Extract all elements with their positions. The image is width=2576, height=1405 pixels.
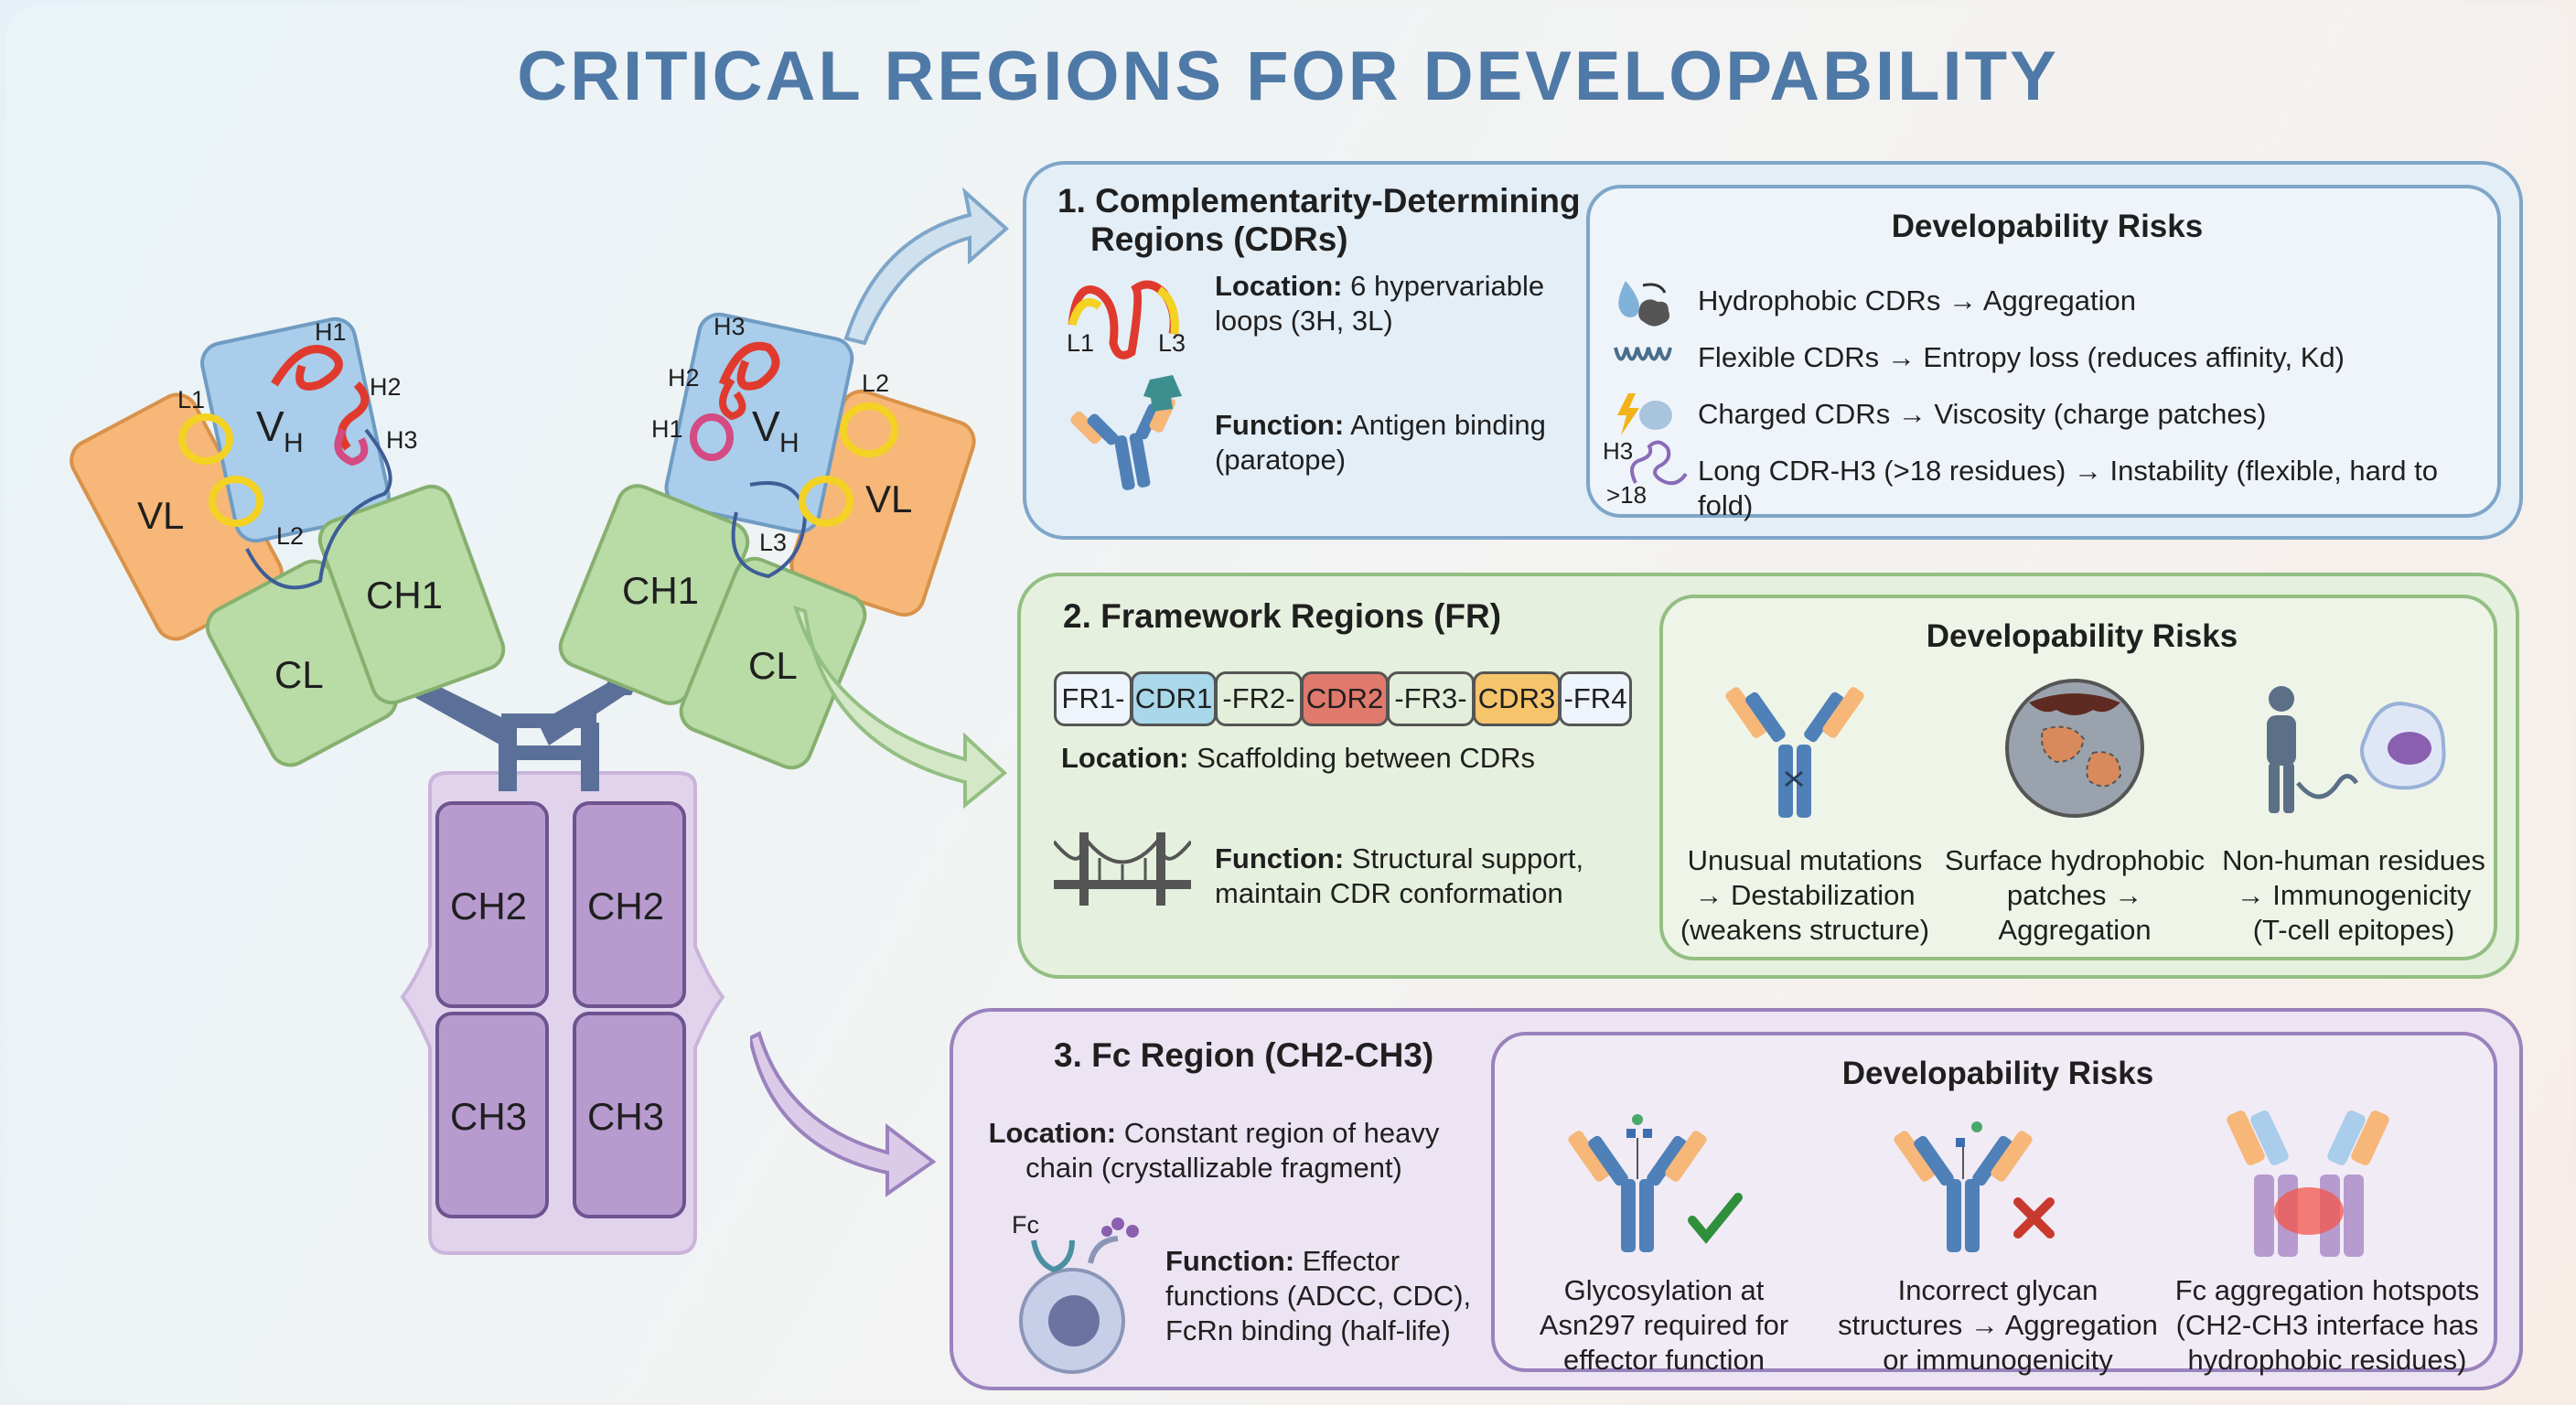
label-h2-left: H2 <box>370 373 402 401</box>
charged-icon <box>1617 393 1672 435</box>
hydrophobic-patch-icon <box>2005 679 2144 818</box>
section1-location: Location: 6 hypervariable loops (3H, 3L) <box>1215 270 1545 337</box>
label-ch2-left: CH2 <box>450 885 527 928</box>
ch3-domain-left <box>435 1012 549 1218</box>
fc-aggregation-icon <box>2227 1110 2389 1257</box>
label-l2-right: L2 <box>862 370 889 397</box>
risk-fc-aggregation: Fc aggregation hotspots(CH2-CH3 interfac… <box>2174 1274 2480 1376</box>
label-ch3-left: CH3 <box>450 1095 527 1138</box>
fc-domains <box>435 801 686 1218</box>
risk-flexible-cdrs: Flexible CDRs → Entropy loss (reduces af… <box>1698 341 2345 373</box>
long-loop-icon <box>1630 440 1688 486</box>
label-l1-left: L1 <box>177 386 205 413</box>
label-h1-left: H1 <box>315 318 347 346</box>
cdr-icon-label-l3: L3 <box>1158 329 1186 357</box>
label-l3-right: L3 <box>759 529 787 556</box>
segment-fr1: FR1- <box>1054 671 1132 726</box>
section3-title: 3. Fc Region (CH2-CH3) <box>1054 1036 1434 1074</box>
label-vh-right: V <box>752 402 780 450</box>
label-h2-right: H2 <box>668 364 700 391</box>
label-cl-right: CL <box>748 644 798 687</box>
glycosylated-antibody-icon <box>1568 1114 1743 1252</box>
ch2-domain-left <box>435 801 549 1008</box>
ch1-domain-left <box>317 484 506 705</box>
risk-unusual-mutations: Unusual mutations→ Destabilization(weake… <box>1680 844 1930 946</box>
section3-function: Function: Effector functions (ADCC, CDC)… <box>1165 1245 1472 1346</box>
risk-hydrophobic-cdrs: Hydrophobic CDRs → Aggregation <box>1698 284 2137 316</box>
flexible-icon <box>1614 347 1672 361</box>
label-cl-left: CL <box>274 653 324 696</box>
segment-fr2: -FR2- <box>1215 671 1303 726</box>
right-fab <box>558 312 976 770</box>
label-vh-left-sub: H <box>284 428 304 458</box>
section-fc: 3. Fc Region (CH2-CH3) Location: Constan… <box>950 1008 2523 1390</box>
effector-cell-icon <box>1019 1217 1139 1374</box>
segment-fr4: -FR4 <box>1559 671 1632 726</box>
section1-title-line2: Regions (CDRs) <box>1090 220 1348 258</box>
section-framework: 2. Framework Regions (FR) FR1- CDR1 -FR2… <box>1017 573 2519 979</box>
arrow-to-fc <box>750 1031 937 1197</box>
segment-cdr3: CDR3 <box>1473 671 1561 726</box>
risk-non-human-residues: Non-human residues→ Immunogenicity(T-cel… <box>2222 844 2485 946</box>
antibody-labels: VL V H CH1 CL H1 H2 H3 L1 L2 VL V H CH1 … <box>137 313 912 1138</box>
antibody-diagram <box>70 187 1010 1255</box>
section1-risks-title: Developability Risks <box>1891 209 2204 244</box>
section1-risks-panel: Developability Risks Hydrophobic CDRs → … <box>1586 185 2501 521</box>
segment-cdr2: CDR2 <box>1301 671 1389 726</box>
section2-risks-panel: Developability Risks Unusual <box>1659 595 2497 960</box>
destabilized-antibody-icon <box>1725 687 1864 818</box>
segment-cdr1: CDR1 <box>1131 671 1217 726</box>
framework-segment-bar: FR1- CDR1 -FR2- CDR2 -FR3- CDR3 -FR4 <box>1054 671 1632 726</box>
ch3-domain-right <box>573 1012 686 1218</box>
bridge-icon <box>1054 831 1191 906</box>
section2-function: Function: Structural support, maintain C… <box>1215 842 1584 909</box>
vh-domain-right <box>664 312 854 534</box>
section1-title-line1: 1. Complementarity-Determining <box>1057 182 1581 220</box>
cdr-icon-label-l1: L1 <box>1067 329 1095 357</box>
label-vl-right: VL <box>865 477 912 520</box>
long-h3-icon-label: H3 <box>1603 437 1634 465</box>
section3-location: Location: Constant region of heavy chain… <box>988 1117 1440 1184</box>
immunogenicity-icon <box>2267 686 2446 813</box>
cdr-loops-icon <box>1068 280 1179 359</box>
section2-title: 2. Framework Regions (FR) <box>1063 597 1502 635</box>
label-l2-left: L2 <box>276 522 304 550</box>
label-ch1-left: CH1 <box>366 574 443 617</box>
label-ch1-right: CH1 <box>622 569 699 612</box>
section3-risks-title: Developability Risks <box>1841 1056 2154 1091</box>
label-h1-right: H1 <box>651 415 683 443</box>
label-vh-left: V <box>256 402 284 450</box>
long-h3-icon-count: >18 <box>1606 481 1648 509</box>
label-vh-right-sub: H <box>779 428 800 458</box>
left-fab <box>70 316 506 767</box>
page-title: CRITICAL REGIONS FOR DEVELOPABILITY <box>517 38 2059 115</box>
section3-risks-panel: Developability Risks <box>1491 1032 2497 1376</box>
risk-long-cdr-h3: Long CDR-H3 (>18 residues) → Instability… <box>1698 455 2438 521</box>
label-ch3-right: CH3 <box>587 1095 664 1138</box>
label-h3-right: H3 <box>714 313 746 340</box>
incorrect-glycan-icon <box>1894 1121 2055 1252</box>
arrow-to-framework <box>792 605 1008 810</box>
segment-fr3: -FR3- <box>1387 671 1475 726</box>
hydrophobic-icon <box>1618 281 1670 327</box>
fc-icon-label: Fc <box>1012 1211 1039 1239</box>
label-vl-left: VL <box>137 494 184 537</box>
antibody-binding-icon <box>1070 375 1182 490</box>
ch2-domain-right <box>573 801 686 1008</box>
section1-function: Function: Antigen binding (paratope) <box>1215 409 1546 476</box>
label-h3-left: H3 <box>386 426 418 454</box>
arrow-to-cdrs <box>843 187 1010 346</box>
label-ch2-right: CH2 <box>587 885 664 928</box>
section2-risks-title: Developability Risks <box>1926 618 2238 654</box>
section2-location: Location: Scaffolding between CDRs <box>1061 742 1536 774</box>
section-cdrs: 1. Complementarity-Determining Regions (… <box>1023 161 2523 540</box>
risk-charged-cdrs: Charged CDRs → Viscosity (charge patches… <box>1698 398 2267 430</box>
